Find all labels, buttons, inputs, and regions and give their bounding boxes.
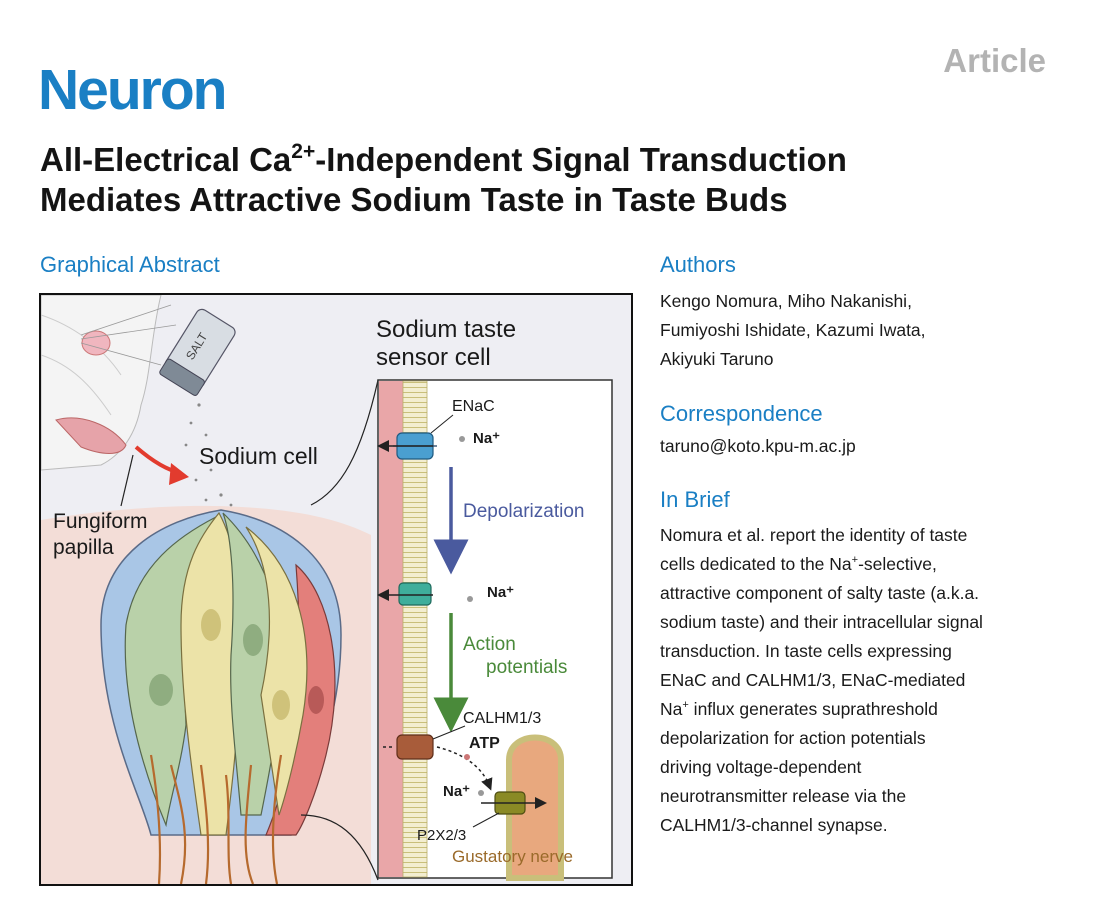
nerve-fibers bbox=[149, 754, 283, 884]
brief-text-part: cells dedicated to the Na bbox=[660, 554, 852, 574]
brief-line: neurotransmitter release via the bbox=[660, 786, 907, 806]
na-label-1: Na⁺ bbox=[473, 430, 500, 447]
nucleus bbox=[272, 690, 290, 720]
brief-line: sodium taste) and their intracellular si… bbox=[660, 612, 983, 632]
graphical-abstract-illustration: SALT bbox=[41, 295, 631, 884]
calhm-channel bbox=[396, 734, 434, 760]
brief-text-part: Na bbox=[660, 699, 683, 719]
salt-shaker: SALT bbox=[159, 308, 236, 396]
sensor-cell-detail: ENaC Na⁺ Depolarization Na⁺ Action poten… bbox=[377, 379, 613, 881]
red-arrow-head bbox=[169, 463, 189, 485]
action-potentials-label: Action bbox=[463, 634, 516, 655]
atp-molecule bbox=[464, 754, 470, 760]
nucleus bbox=[308, 686, 324, 714]
correspondence-heading: Correspondence bbox=[660, 401, 823, 426]
sodium-cell-label: Sodium cell bbox=[199, 443, 318, 469]
mouse-nose bbox=[81, 330, 111, 356]
brief-superscript: + bbox=[682, 699, 689, 711]
calhm-label: CALHM1/3 bbox=[463, 710, 541, 727]
brief-text-part: -selective, bbox=[858, 554, 937, 574]
sensor-cell-title: Sodium taste bbox=[376, 316, 516, 343]
taste-cell-green bbox=[124, 515, 218, 828]
brief-line: cells dedicated to the Na+-selective, bbox=[660, 550, 1080, 579]
nav-channel bbox=[398, 582, 432, 606]
in-brief-text: Nomura et al. report the identity of tas… bbox=[660, 521, 1080, 840]
brief-line: driving voltage-dependent bbox=[660, 757, 862, 777]
action-potentials-label-line2: potentials bbox=[486, 657, 567, 678]
enac-pointer bbox=[430, 414, 454, 434]
na-ion bbox=[459, 436, 465, 442]
na-ion bbox=[467, 596, 473, 602]
salt-grains bbox=[184, 403, 233, 507]
brief-line: ENaC and CALHM1/3, ENaC-mediated bbox=[660, 670, 966, 690]
brief-superscript: + bbox=[851, 554, 859, 566]
atp-label: ATP bbox=[469, 735, 500, 752]
authors-line: Akiyuki Taruno bbox=[660, 349, 774, 369]
title-part: -Independent Signal Transduction bbox=[315, 141, 847, 178]
article-type-label: Article bbox=[943, 42, 1046, 79]
na-label-3: Na⁺ bbox=[443, 783, 470, 800]
fungiform-label-line2: papilla bbox=[53, 536, 114, 559]
graphical-abstract-figure: SALT bbox=[39, 293, 633, 886]
brief-line: attractive component of salty taste (a.k… bbox=[660, 583, 980, 603]
calhm-pointer bbox=[432, 725, 466, 740]
nucleus bbox=[201, 609, 221, 641]
graphical-abstract-heading: Graphical Abstract bbox=[40, 252, 220, 277]
brief-line: CALHM1/3-channel synapse. bbox=[660, 815, 888, 835]
brief-line: Na+ influx generates suprathreshold bbox=[660, 695, 1080, 724]
mouse-tongue bbox=[55, 417, 127, 454]
zoom-line bbox=[310, 379, 379, 506]
taste-cell-yellow-2 bbox=[245, 526, 308, 816]
cell-membrane bbox=[402, 380, 428, 878]
p2x-pointer bbox=[472, 812, 500, 828]
brief-line: depolarization for action potentials bbox=[660, 728, 926, 748]
nucleus bbox=[243, 624, 263, 656]
na-ion bbox=[478, 790, 484, 796]
taste-bud bbox=[100, 509, 342, 884]
correspondence-email[interactable]: taruno@koto.kpu-m.ac.jp bbox=[660, 436, 856, 456]
mouse-illustration bbox=[41, 295, 177, 471]
brief-text-part: influx generates suprathreshold bbox=[688, 699, 938, 719]
title-line-2: Mediates Attractive Sodium Taste in Tast… bbox=[40, 181, 788, 218]
authors-heading: Authors bbox=[660, 252, 736, 277]
brief-line: transduction. In taste cells expressing bbox=[660, 641, 952, 661]
article-title: All-Electrical Ca2+-Independent Signal T… bbox=[40, 140, 1080, 220]
nucleus bbox=[149, 674, 173, 706]
sensor-cell-title-line2: sensor cell bbox=[376, 344, 491, 371]
cell-interior bbox=[379, 381, 403, 877]
authors-list: Kengo Nomura, Miho Nakanishi, Fumiyoshi … bbox=[660, 287, 1080, 374]
brief-line: Nomura et al. report the identity of tas… bbox=[660, 525, 968, 545]
fungiform-pointer bbox=[120, 454, 134, 507]
enac-label: ENaC bbox=[452, 398, 495, 415]
authors-line: Fumiyoshi Ishidate, Kazumi Iwata, bbox=[660, 320, 926, 340]
authors-line: Kengo Nomura, Miho Nakanishi, bbox=[660, 291, 912, 311]
depolarization-label: Depolarization bbox=[463, 501, 584, 522]
p2x-label: P2X2/3 bbox=[417, 827, 466, 844]
in-brief-heading: In Brief bbox=[660, 487, 730, 512]
journal-logo: Neuron bbox=[38, 58, 227, 122]
na-label-2: Na⁺ bbox=[487, 584, 514, 601]
fungiform-label: Fungiform bbox=[53, 510, 148, 533]
zoom-line bbox=[300, 814, 379, 881]
title-superscript: 2+ bbox=[291, 140, 316, 163]
atp-release-arrow bbox=[436, 746, 493, 791]
title-part: All-Electrical Ca bbox=[40, 141, 292, 178]
gustatory-nerve-label: Gustatory nerve bbox=[452, 847, 573, 866]
